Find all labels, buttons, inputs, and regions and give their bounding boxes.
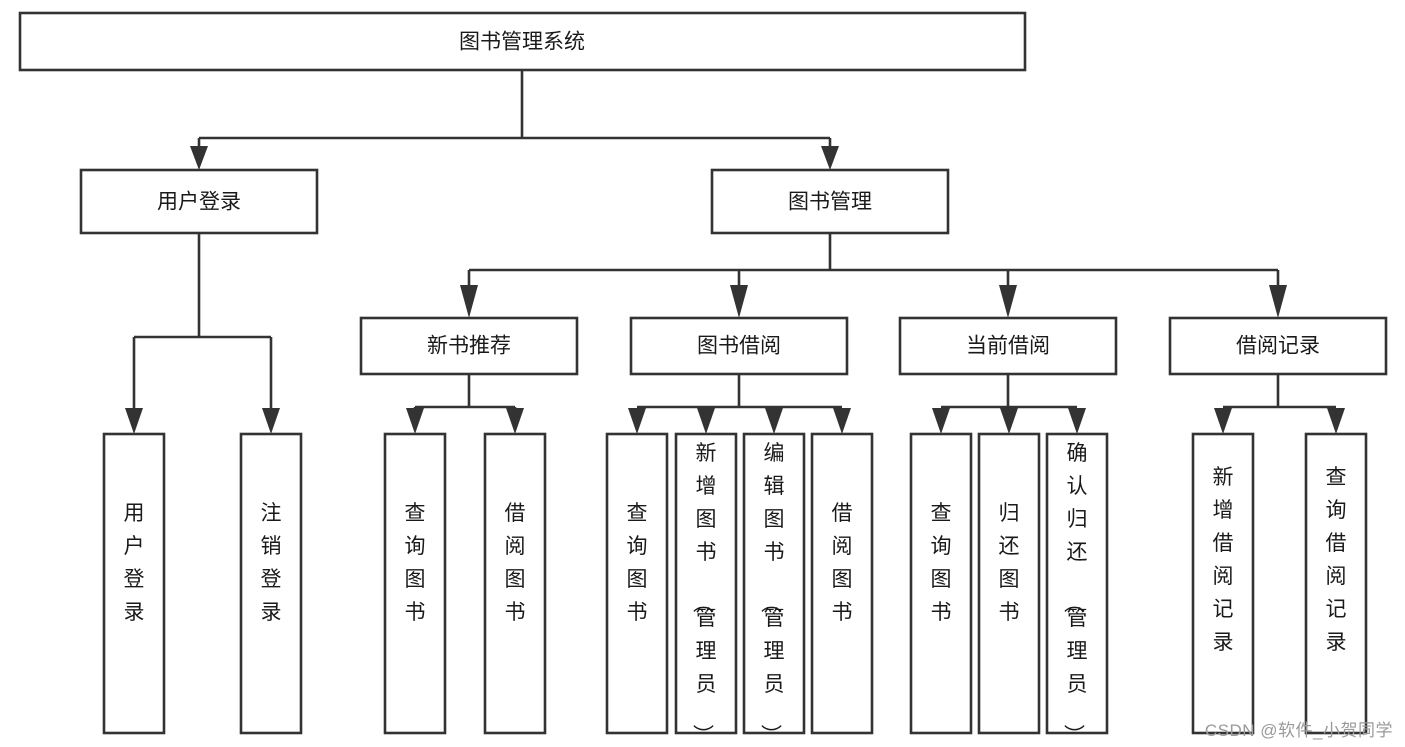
leaf-user-login-box[interactable] (102, 432, 166, 735)
arrow-to-borrow-record-icon (1269, 285, 1287, 318)
leaf-query-book-1-box[interactable] (383, 432, 447, 735)
node-current-borrow[interactable]: 当前借阅 (898, 316, 1118, 376)
arrow-leaf-add-record-icon (1214, 408, 1232, 434)
arrow-leaf-return-book-icon (1000, 408, 1018, 434)
node-book-management-box[interactable] (710, 168, 950, 235)
leaf-borrow-book-2-box[interactable] (810, 432, 874, 735)
node-book-management-label: 图书管理 (788, 191, 872, 214)
node-borrow-record-box[interactable] (1168, 316, 1388, 376)
node-user-login-label: 用户登录 (157, 191, 241, 214)
node-book-management[interactable]: 图书管理 (710, 168, 950, 235)
node-new-book-recommend[interactable]: 新书推荐 (359, 316, 579, 376)
node-book-borrow[interactable]: 图书借阅 (629, 316, 849, 376)
leaf-user-logout-label: 注销登录 (261, 502, 282, 624)
node-root-box[interactable] (18, 11, 1027, 72)
arrow-to-book-borrow-icon (730, 285, 748, 318)
leaf-add-book-label: 新增图书（管理员） (691, 442, 717, 745)
node-root[interactable]: 图书管理系统 (18, 11, 1027, 72)
node-new-book-recommend-label: 新书推荐 (427, 335, 511, 358)
leaf-borrow-book-1[interactable]: 借阅图书 (483, 432, 547, 735)
leaf-user-logout[interactable]: 注销登录 (239, 432, 303, 735)
node-user-login[interactable]: 用户登录 (79, 168, 319, 235)
leaf-borrow-book-2[interactable]: 借阅图书 (810, 432, 874, 735)
leaf-query-book-3-label: 查询图书 (931, 502, 952, 624)
leaf-return-book-label: 归还图书 (999, 502, 1020, 624)
leaf-query-book-1[interactable]: 查询图书 (383, 432, 447, 735)
leaf-borrow-book-1-label: 借阅图书 (505, 502, 526, 624)
leaf-user-login-label: 用户登录 (124, 502, 145, 624)
leaf-add-book[interactable]: 新增图书（管理员） (674, 432, 738, 745)
arrow-leaf-query-book-2-icon (628, 408, 646, 434)
leaf-add-record-label: 新增借阅记录 (1213, 466, 1234, 654)
leaf-query-record-box[interactable] (1304, 432, 1368, 735)
arrow-leaf-borrow-book-2-icon (833, 408, 851, 434)
leaf-query-record[interactable]: 查询借阅记录 (1304, 432, 1368, 735)
leaf-add-record[interactable]: 新增借阅记录 (1191, 432, 1255, 735)
arrow-leaf-query-book-1-icon (406, 408, 424, 434)
leaf-borrow-book-2-label: 借阅图书 (832, 502, 853, 624)
arrow-to-user-login-icon (190, 146, 208, 170)
leaf-return-book[interactable]: 归还图书 (977, 432, 1041, 735)
leaf-query-book-3[interactable]: 查询图书 (909, 432, 973, 735)
leaf-query-book-2-box[interactable] (605, 432, 669, 735)
leaf-user-logout-box[interactable] (239, 432, 303, 735)
leaf-query-book-2[interactable]: 查询图书 (605, 432, 669, 735)
arrow-leaf-user-login-icon (125, 408, 143, 434)
node-root-label: 图书管理系统 (459, 31, 585, 54)
arrow-leaf-borrow-book-1-icon (506, 408, 524, 434)
node-book-borrow-label: 图书借阅 (697, 335, 781, 358)
node-current-borrow-label: 当前借阅 (966, 335, 1050, 358)
leaf-confirm-return-label: 确认归还（管理员） (1062, 442, 1088, 745)
node-new-book-recommend-box[interactable] (359, 316, 579, 376)
arrow-to-new-book-recommend-icon (460, 285, 478, 318)
leaf-edit-book-label: 编辑图书（管理员） (759, 442, 785, 745)
leaf-borrow-book-1-box[interactable] (483, 432, 547, 735)
arrow-leaf-edit-book-icon (765, 408, 783, 434)
node-borrow-record-label: 借阅记录 (1236, 335, 1320, 358)
leaf-return-book-box[interactable] (977, 432, 1041, 735)
arrow-leaf-query-book-3-icon (932, 408, 950, 434)
csdn-watermark: CSDN @软件_小贺同学 (1204, 721, 1393, 740)
node-user-login-box[interactable] (79, 168, 319, 235)
node-book-borrow-box[interactable] (629, 316, 849, 376)
arrow-to-current-borrow-icon (999, 285, 1017, 318)
arrow-leaf-add-book-icon (697, 408, 715, 434)
leaf-query-record-label: 查询借阅记录 (1326, 466, 1347, 654)
leaf-add-book-box[interactable] (674, 432, 738, 735)
leaf-query-book-1-label: 查询图书 (405, 502, 426, 624)
connector-layer (125, 70, 1345, 434)
leaf-user-login[interactable]: 用户登录 (102, 432, 166, 735)
arrow-to-book-management-icon (821, 146, 839, 170)
leaf-query-book-2-label: 查询图书 (627, 502, 648, 624)
leaf-edit-book[interactable]: 编辑图书（管理员） (742, 432, 806, 745)
arrow-leaf-confirm-return-icon (1068, 408, 1086, 434)
leaf-edit-book-box[interactable] (742, 432, 806, 735)
leaf-query-book-3-box[interactable] (909, 432, 973, 735)
arrow-leaf-user-logout-icon (262, 408, 280, 434)
node-current-borrow-box[interactable] (898, 316, 1118, 376)
arrow-leaf-query-record-icon (1327, 408, 1345, 434)
leaf-confirm-return-box[interactable] (1045, 432, 1109, 735)
leaf-add-record-box[interactable] (1191, 432, 1255, 735)
node-borrow-record[interactable]: 借阅记录 (1168, 316, 1388, 376)
leaf-confirm-return[interactable]: 确认归还（管理员） (1045, 432, 1109, 745)
